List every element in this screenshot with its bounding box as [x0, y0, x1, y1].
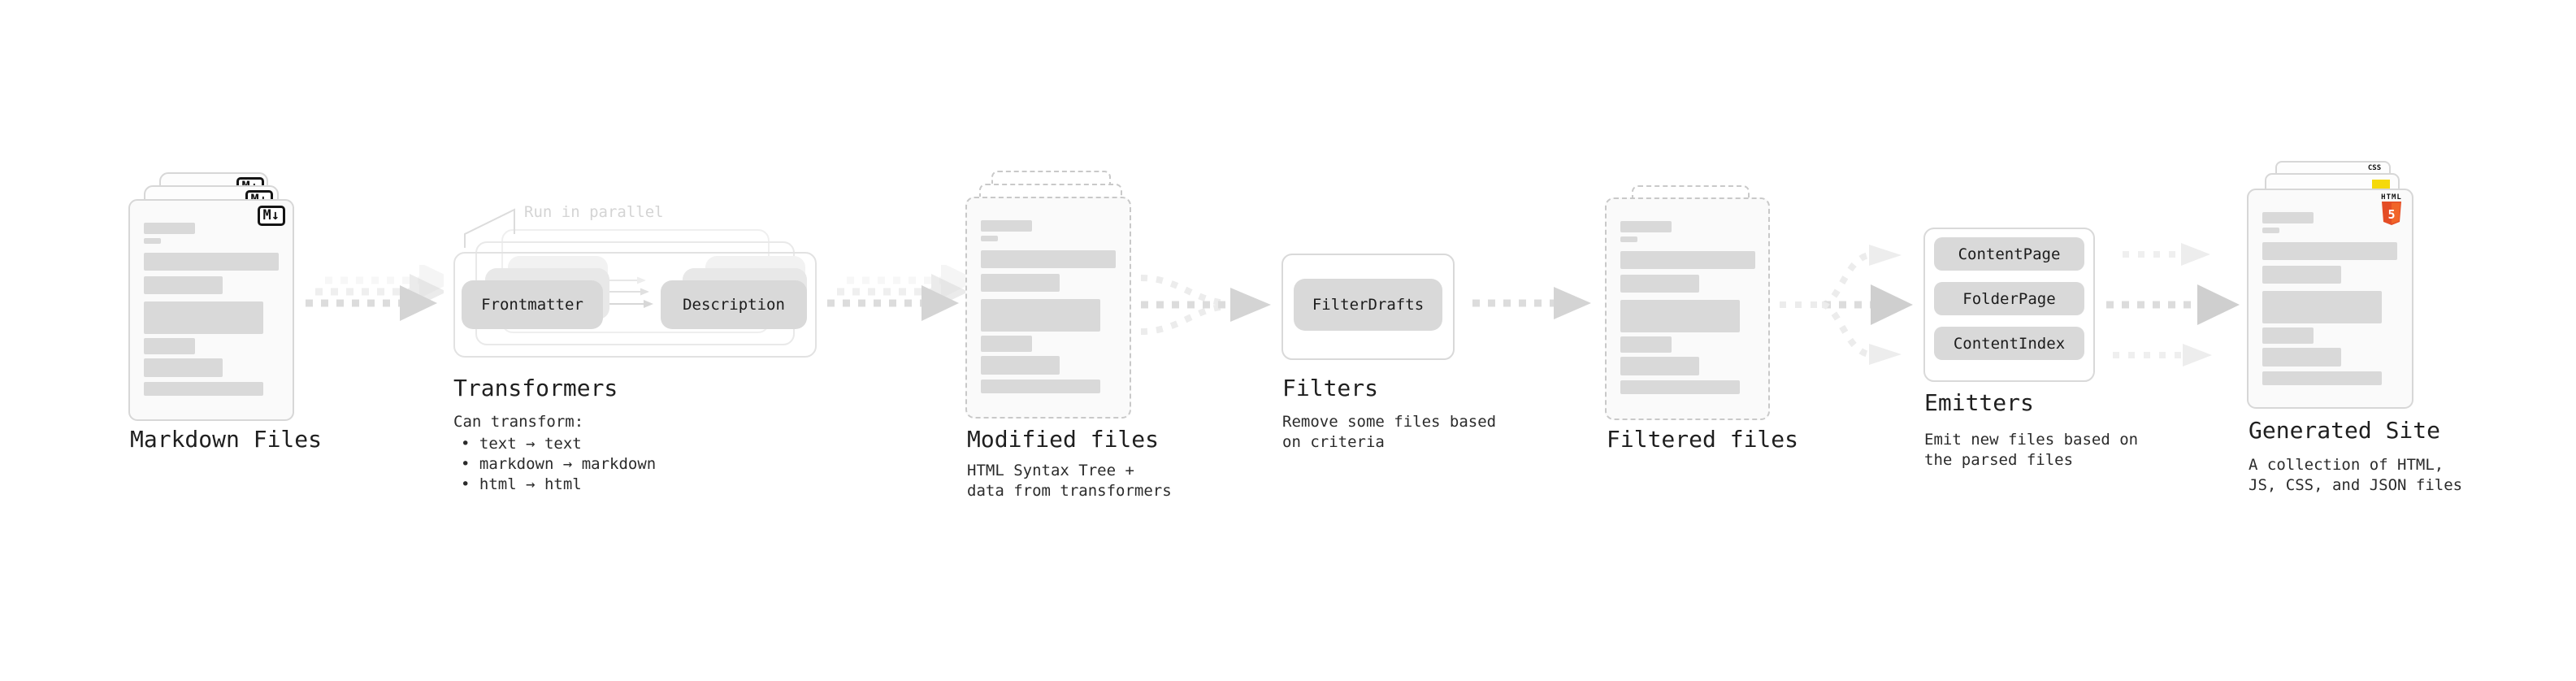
emitter-node-contentindex: ContentIndex	[1934, 327, 2084, 360]
stage-subtitle-emitters: Emit new files based on the parsed files	[1924, 431, 2139, 469]
stage-title-emitters: Emitters	[1924, 389, 2034, 416]
text-line-placeholder	[981, 380, 1100, 393]
text-line-placeholder	[2262, 327, 2314, 344]
filter-node-filterdrafts: FilterDrafts	[1294, 279, 1442, 331]
stage-subtitle-modified-files: HTML Syntax Tree + data from transformer…	[967, 462, 1172, 500]
annotation-leader-line	[464, 208, 515, 248]
text-line-placeholder	[981, 274, 1060, 292]
text-line-placeholder	[981, 299, 1100, 332]
text-line-placeholder	[981, 220, 1032, 232]
text-line-placeholder	[2262, 228, 2279, 233]
text-line-placeholder	[2262, 266, 2341, 284]
stage-title-filtered-files: Filtered files	[1607, 426, 1799, 453]
parallel-mini-arrows	[609, 276, 653, 308]
text-line-placeholder	[2262, 212, 2314, 223]
text-line-placeholder	[981, 250, 1116, 268]
text-line-placeholder	[2262, 348, 2341, 367]
text-line-placeholder	[2262, 291, 2382, 323]
text-line-placeholder	[144, 382, 263, 396]
transformers-frame-front	[453, 252, 817, 358]
html5-icon-word: HTML	[2381, 193, 2402, 202]
emitter-node-label: ContentIndex	[1953, 334, 2066, 353]
text-line-placeholder	[144, 253, 279, 271]
transformer-node-description: Description	[661, 280, 807, 329]
emitter-node-label: ContentPage	[1958, 245, 2061, 263]
text-line-placeholder	[981, 236, 998, 241]
stage-title-generated-site: Generated Site	[2249, 417, 2441, 444]
text-line-placeholder	[1620, 300, 1740, 332]
js-icon	[2372, 180, 2390, 189]
generated-file-card-html: HTML 5	[2247, 189, 2413, 409]
text-line-placeholder	[1620, 336, 1672, 353]
stage-title-markdown-files: Markdown Files	[130, 426, 323, 453]
stage-title-modified-files: Modified files	[967, 426, 1160, 453]
transformer-node-label: Description	[683, 296, 785, 314]
modified-file-card-front	[965, 197, 1131, 419]
flow-arrow-markdown-to-transformers	[306, 265, 444, 321]
flow-arrow-modified-to-filters	[1140, 275, 1271, 335]
html5-icon: HTML 5	[2379, 193, 2404, 226]
html5-shield: 5	[2382, 202, 2401, 225]
filter-node-label: FilterDrafts	[1312, 296, 1425, 314]
stage-title-transformers: Transformers	[453, 375, 618, 401]
text-line-placeholder	[144, 238, 161, 244]
text-line-placeholder	[1620, 236, 1637, 242]
flow-arrow-filters-to-filtered	[1472, 287, 1591, 319]
flow-arrow-filtered-to-emitters	[1780, 245, 1913, 365]
flow-arrow-emitters-to-generated	[2106, 243, 2240, 367]
transformer-node-label: Frontmatter	[481, 296, 583, 314]
transformer-node-frontmatter: Frontmatter	[462, 280, 603, 329]
text-line-placeholder	[981, 336, 1032, 352]
text-line-placeholder	[1620, 357, 1699, 375]
document-text-placeholder	[2262, 212, 2399, 385]
document-text-placeholder	[1620, 221, 1755, 394]
bullet-item: markdown → markdown	[461, 454, 656, 475]
emitter-node-folderpage: FolderPage	[1934, 282, 2084, 315]
transformers-note-heading: Can transform:	[453, 413, 584, 431]
text-line-placeholder	[144, 338, 195, 354]
text-line-placeholder	[2262, 371, 2382, 385]
document-text-placeholder	[981, 220, 1117, 393]
stage-subtitle-generated-site: A collection of HTML, JS, CSS, and JSON …	[2249, 456, 2463, 494]
text-line-placeholder	[1620, 380, 1740, 394]
document-text-placeholder	[144, 223, 280, 396]
text-line-placeholder	[144, 276, 223, 294]
text-line-placeholder	[981, 356, 1060, 375]
text-line-placeholder	[1620, 275, 1699, 293]
text-line-placeholder	[144, 223, 195, 234]
emitter-node-label: FolderPage	[1962, 289, 2056, 308]
bullet-item: html → html	[461, 475, 656, 495]
text-line-placeholder	[1620, 251, 1755, 269]
markdown-file-card-front: M↓	[128, 199, 294, 421]
text-line-placeholder	[2262, 242, 2397, 260]
markdown-icon: M↓	[257, 206, 285, 226]
text-line-placeholder	[1620, 221, 1672, 232]
css-icon-label: CSS	[2367, 164, 2382, 172]
run-in-parallel-annotation: Run in parallel	[524, 203, 664, 221]
text-line-placeholder	[144, 358, 223, 377]
bullet-item: text → text	[461, 434, 656, 454]
stage-title-filters: Filters	[1282, 375, 1379, 401]
flow-arrow-transformers-to-modified	[827, 265, 965, 321]
html5-icon-number: 5	[2387, 207, 2395, 222]
markdown-icon-label: M↓	[262, 207, 280, 223]
text-line-placeholder	[144, 301, 263, 334]
emitter-node-contentpage: ContentPage	[1934, 237, 2084, 271]
stage-subtitle-filters: Remove some files based on criteria	[1282, 413, 1497, 451]
transformers-bullet-list: text → text markdown → markdown html → h…	[461, 434, 656, 495]
filtered-file-card-front	[1605, 197, 1770, 420]
